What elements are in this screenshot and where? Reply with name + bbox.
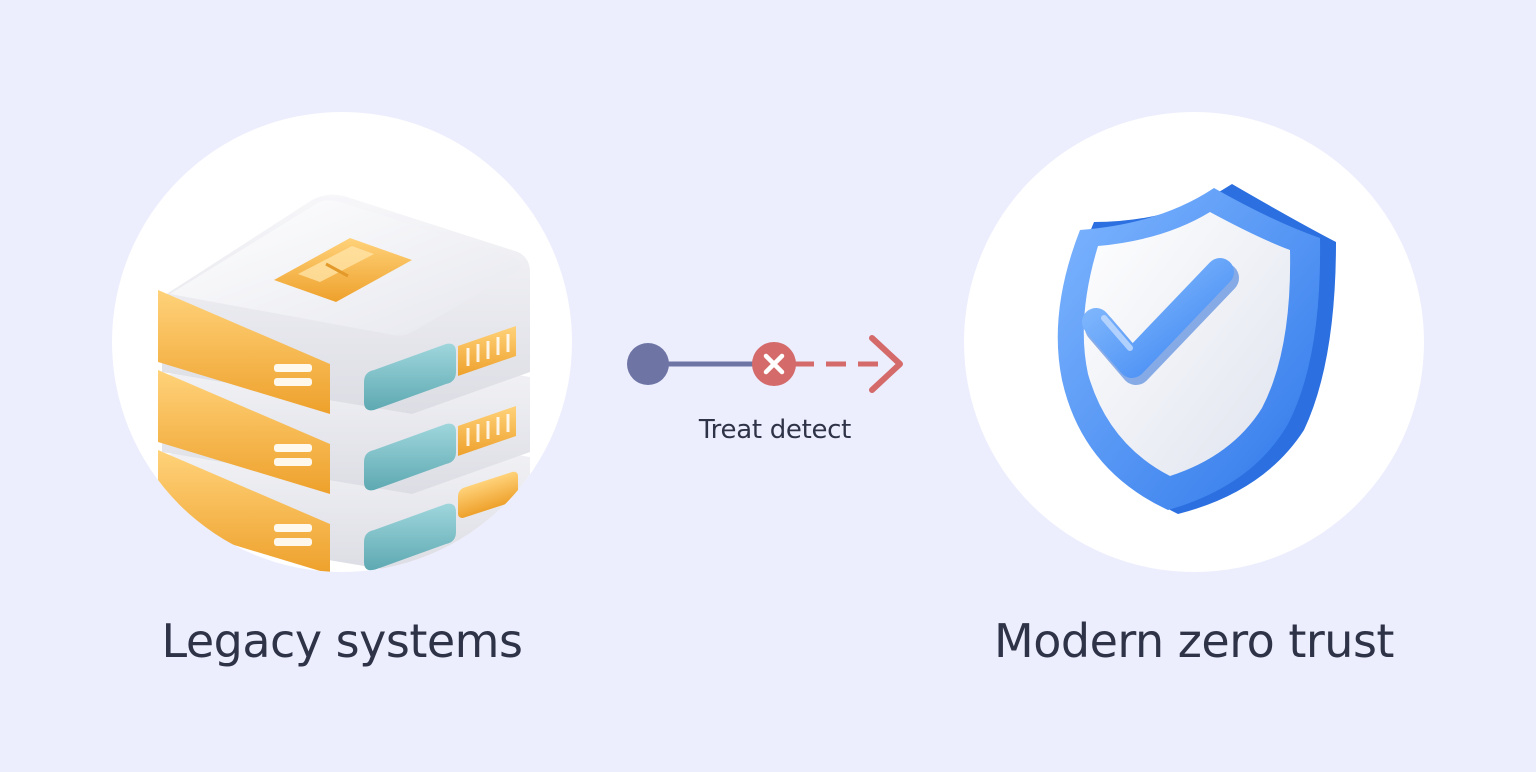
shield-check-icon <box>1057 184 1336 514</box>
source-node-dot <box>627 343 669 385</box>
server-stack-icon <box>158 194 530 572</box>
arrow-right-icon <box>869 335 903 393</box>
zero-trust-illustration <box>964 112 1424 572</box>
threat-flow-connector <box>627 335 903 393</box>
connector-label: Treat detect <box>698 415 852 445</box>
x-circle-icon <box>752 342 796 386</box>
legacy-systems-illustration <box>112 112 572 572</box>
legacy-systems-label: Legacy systems <box>161 614 523 668</box>
server-unit-top <box>158 194 530 414</box>
modern-zero-trust-label: Modern zero trust <box>994 614 1394 668</box>
